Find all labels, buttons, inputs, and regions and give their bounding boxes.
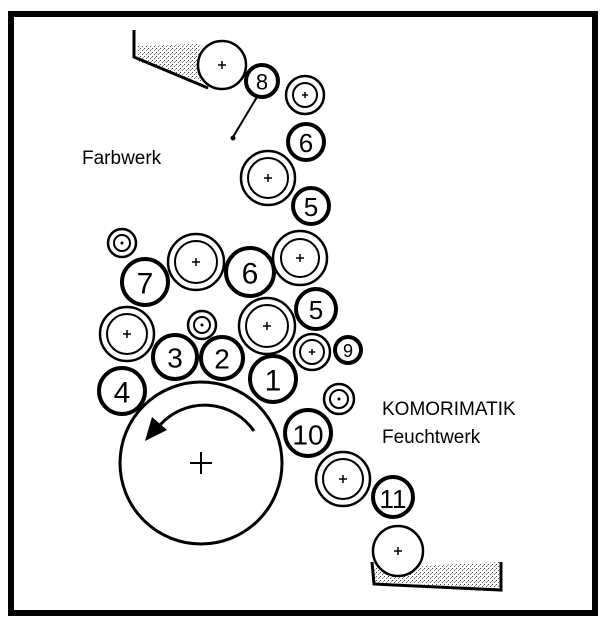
roller-5-mid: 5: [294, 287, 338, 331]
ductor-lever: [232, 96, 258, 138]
roller-number: 3: [167, 343, 183, 374]
plate-cylinder: [118, 380, 284, 546]
roller-number: 11: [380, 484, 407, 514]
double-roller: [292, 332, 332, 372]
water-trough-outline: [370, 561, 503, 592]
roller-7: 7: [120, 257, 170, 307]
center-mark-icon: [302, 92, 308, 98]
roller-11: 11: [371, 475, 415, 519]
ink-trough-outline: [132, 30, 209, 90]
roller-2: 2: [199, 335, 245, 381]
roller-number: 1: [265, 365, 282, 398]
double-roller: [166, 232, 226, 292]
roller-number: 5: [304, 192, 318, 222]
ink-fill: [138, 44, 202, 82]
roller-5-top: 5: [291, 186, 331, 226]
double-roller: [106, 227, 138, 259]
center-mark-icon: [264, 174, 272, 182]
ink-fountain: [132, 30, 209, 90]
double-roller: [237, 296, 297, 356]
brand-label: KOMORIMATIK: [382, 399, 516, 420]
roller-3: 3: [151, 333, 199, 381]
double-roller: [314, 450, 372, 508]
frame-border: [8, 11, 598, 616]
feuchtwerk-label: Feuchtwerk: [382, 427, 481, 448]
roller-number: 10: [292, 420, 323, 451]
center-mark-icon: [123, 330, 131, 338]
roller-number: 4: [114, 377, 131, 410]
roller-number: 6: [299, 128, 313, 158]
ductor-pivot: [230, 135, 236, 141]
center-mark-icon: [192, 258, 200, 266]
double-roller: [284, 74, 326, 116]
roller-1: 1: [248, 354, 298, 404]
rotation-arrowhead-icon: [145, 417, 167, 441]
roller-10: 10: [283, 408, 333, 458]
roller-number: 6: [242, 258, 259, 291]
center-mark-icon: [218, 61, 226, 69]
center-mark-icon: [263, 322, 271, 330]
double-roller: [186, 309, 218, 341]
roller-9: 9: [333, 335, 363, 365]
ink-fountain-roller: [196, 39, 248, 91]
double-roller: [271, 229, 329, 287]
roller-number: 8: [256, 70, 268, 95]
center-mark-icon: [190, 452, 212, 474]
roller-number: 2: [214, 344, 230, 375]
double-roller: [322, 382, 356, 416]
roller-6-mid: 6: [224, 246, 276, 298]
roller-number: 7: [137, 268, 154, 301]
double-roller: [98, 305, 156, 363]
farbwerk-label: Farbwerk: [82, 148, 162, 169]
roller-4: 4: [97, 366, 147, 416]
roller-6-top: 6: [286, 122, 326, 162]
center-mark-icon: [309, 349, 315, 355]
roller-8: 8: [244, 63, 280, 99]
roller-number: 5: [309, 295, 323, 325]
center-mark-icon: [394, 547, 402, 555]
rotation-arrow-arc: [158, 403, 256, 432]
water-fountain-roller: [371, 524, 425, 578]
double-roller: [239, 149, 297, 207]
center-mark-icon: [339, 475, 347, 483]
center-mark-icon: [296, 254, 304, 262]
roller-number: 9: [343, 341, 353, 361]
